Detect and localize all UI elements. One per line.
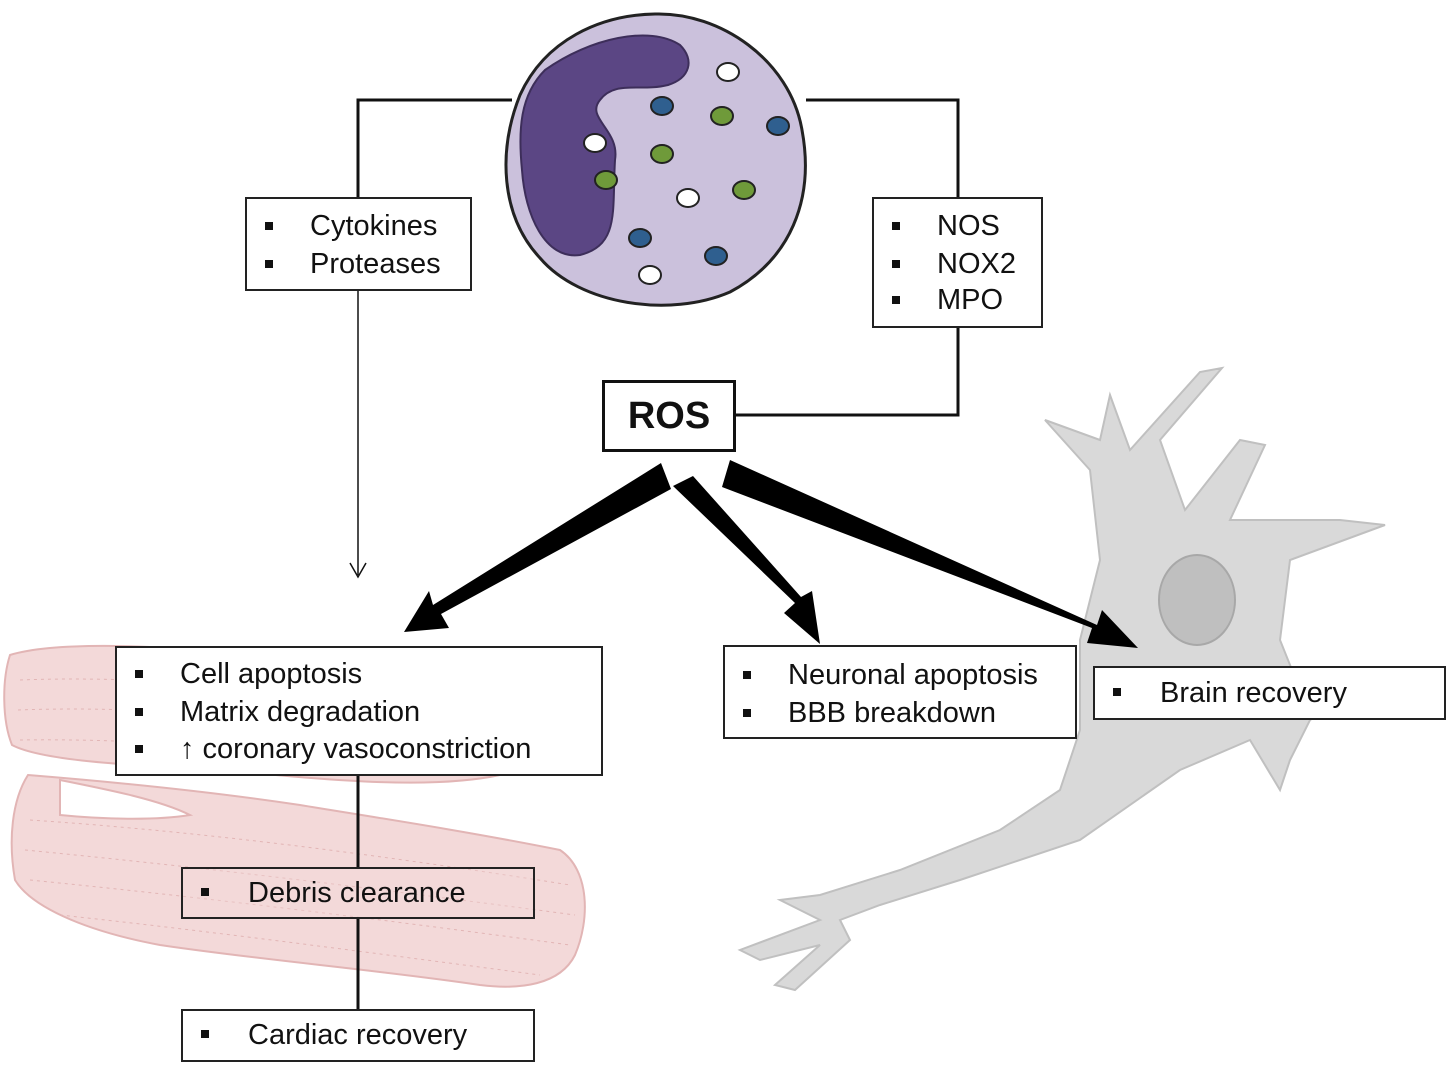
cardiac-effect-item: Matrix degradation <box>180 696 421 728</box>
brain-recovery-box: Brain recovery <box>1093 666 1446 720</box>
cardiac-effect-item: ↑ coronary vasoconstriction <box>180 733 532 765</box>
neutrophil-illustration <box>504 12 807 307</box>
neuronal-effects-box: Neuronal apoptosis BBB breakdown <box>723 645 1077 739</box>
debris-clearance-box: Debris clearance <box>181 867 535 919</box>
ros-label: ROS <box>627 394 711 437</box>
connector-lines <box>356 98 960 1010</box>
neutrophil-outputs-right-box: NOS NOX2 MPO <box>872 197 1043 328</box>
brain-recovery-label: Brain recovery <box>1160 677 1347 709</box>
neuron-nucleus <box>1158 554 1236 646</box>
neuron-illustration <box>737 366 1386 992</box>
thin-arrow <box>349 290 367 579</box>
ros-box: ROS <box>602 380 736 452</box>
thick-arrows <box>404 460 1138 648</box>
neutrophil-output-item: NOX2 <box>937 248 1016 280</box>
neutrophil-outputs-left-box: Cytokines Proteases <box>245 197 472 291</box>
debris-clearance-label: Debris clearance <box>248 877 466 909</box>
cardiac-recovery-box: Cardiac recovery <box>181 1009 535 1062</box>
neuronal-effect-item: Neuronal apoptosis <box>788 659 1038 691</box>
cardiac-effect-item: Cell apoptosis <box>180 658 363 690</box>
neutrophil-output-item: MPO <box>937 284 1004 316</box>
neuronal-effect-item: BBB breakdown <box>788 697 996 729</box>
neutrophil-output-item: Proteases <box>310 248 441 280</box>
cardiac-effects-box: Cell apoptosis Matrix degradation ↑ coro… <box>115 646 603 776</box>
neutrophil-output-item: NOS <box>937 210 1000 242</box>
cardiac-recovery-label: Cardiac recovery <box>248 1019 468 1051</box>
neutrophil-output-item: Cytokines <box>310 210 438 242</box>
